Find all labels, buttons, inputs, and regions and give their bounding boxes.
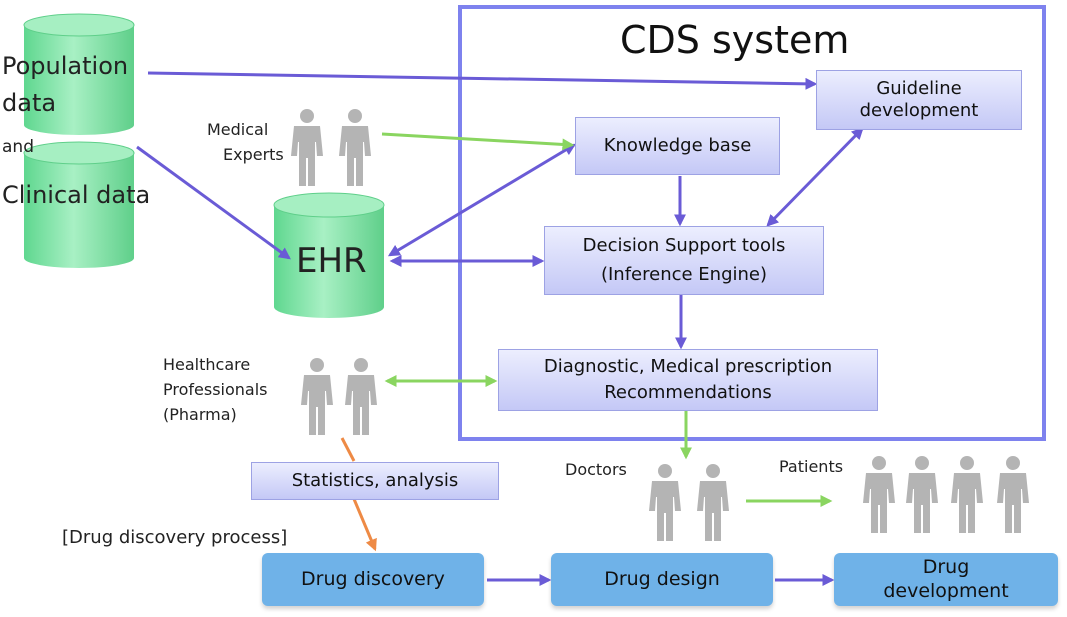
arrow-guideline-decision — [766, 127, 864, 227]
doctors-label: Doctors — [565, 460, 627, 479]
medical-experts-label-line1: Medical — [207, 120, 269, 139]
green-arrows — [381, 132, 833, 507]
population-data-label-line1: Population — [2, 52, 129, 80]
decision-line1: Decision Support tools — [582, 235, 786, 256]
healthcare-professionals-label-line1: Healthcare — [163, 355, 251, 374]
arrow-professionals-to-drug-discovery — [340, 437, 356, 462]
population-data-label-line2: data — [2, 89, 57, 117]
drug-process-label: [Drug discovery process] — [62, 527, 288, 548]
guideline-line2: development — [859, 100, 979, 121]
decision-line2: (Inference Engine) — [600, 263, 768, 285]
healthcare-professionals-label-line2: Professionals — [163, 380, 268, 399]
knowledge-base-box: Knowledge base — [575, 117, 780, 175]
drug-design-label: Drug design — [604, 567, 720, 590]
arrow-clinical-to-ehr — [136, 145, 291, 260]
arrow-statistics-to-drug-discovery — [352, 498, 377, 552]
guideline-development-box: Guideline development — [816, 70, 1022, 130]
arrow-population-to-guideline — [147, 71, 818, 90]
clinical-database-icon — [23, 141, 135, 268]
ehr-label: EHR — [296, 241, 367, 281]
drug-discovery-label: Drug discovery — [301, 567, 445, 590]
healthcare-professionals-icon — [301, 358, 377, 435]
clinical-data-label: Clinical data — [2, 181, 151, 209]
diagnostic-line2: Recommendations — [604, 382, 772, 403]
healthcare-professionals-label-line3: (Pharma) — [163, 405, 237, 424]
drug-development-line2: development — [883, 579, 1009, 602]
population-database-icon — [23, 13, 135, 135]
drug-discovery-box: Drug discovery — [262, 553, 484, 606]
cds-system-title: CDS system — [620, 18, 850, 62]
patients-icon — [863, 456, 1029, 533]
drug-development-line1: Drug — [922, 555, 970, 578]
arrow-knowledge-ehr — [387, 143, 577, 257]
doctors-icon — [649, 464, 729, 541]
decision-support-box: Decision Support tools (Inference Engine… — [544, 226, 824, 295]
guideline-line1: Guideline — [876, 77, 962, 99]
arrow-experts-to-knowledge — [381, 132, 575, 151]
patients-label: Patients — [779, 457, 844, 476]
diagnostic-box: Diagnostic, Medical prescription Recomme… — [498, 349, 878, 411]
medical-experts-icon — [291, 109, 371, 186]
and-label: and — [2, 137, 34, 157]
purple-arrows — [136, 71, 864, 586]
medical-experts-label-line2: Experts — [223, 145, 284, 164]
drug-design-box: Drug design — [551, 553, 773, 606]
statistics-analysis-box: Statistics, analysis — [251, 462, 499, 500]
orange-arrows — [340, 437, 377, 552]
knowledge-base-label: Knowledge base — [603, 134, 752, 156]
diagnostic-line1: Diagnostic, Medical prescription — [543, 355, 833, 377]
ehr-database-icon — [273, 192, 385, 318]
drug-development-box: Drug development — [834, 553, 1058, 606]
statistics-label: Statistics, analysis — [291, 469, 459, 491]
